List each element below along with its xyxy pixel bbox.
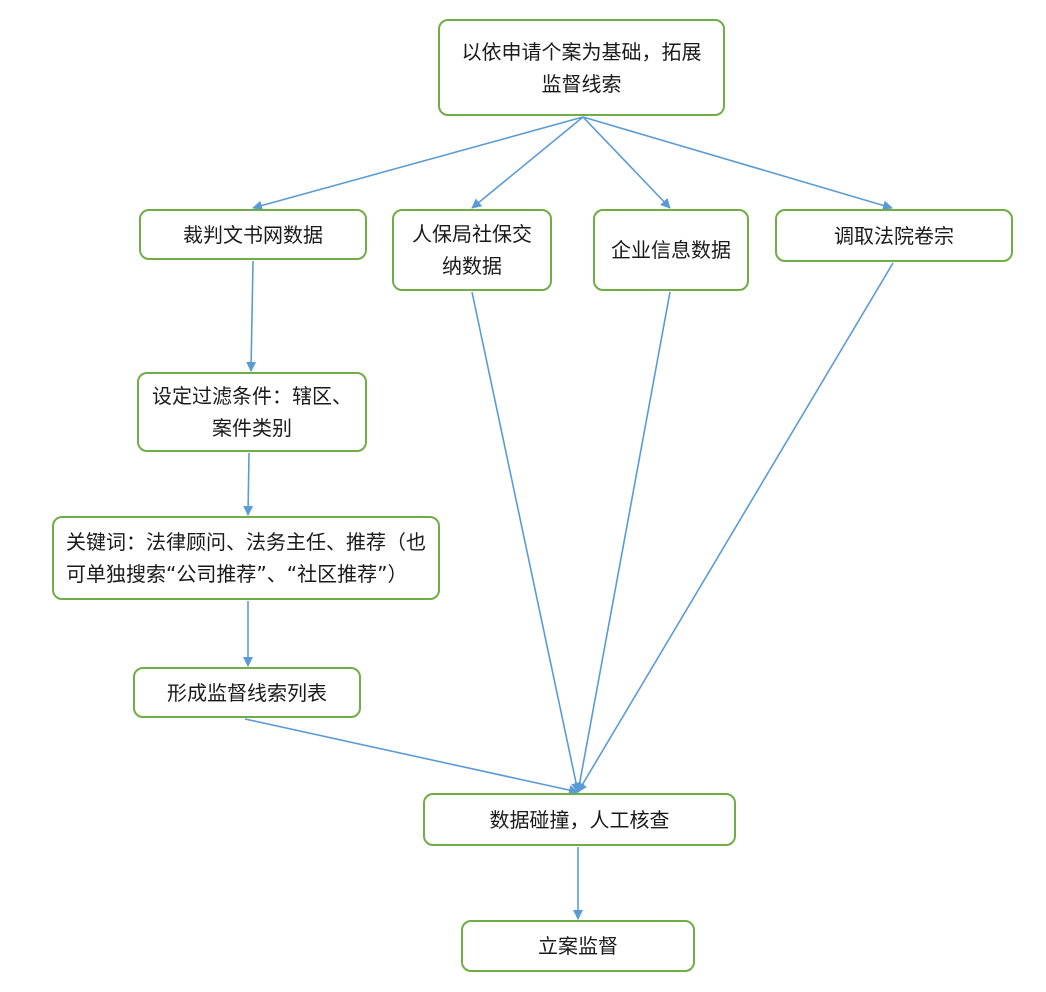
arrow-root-to-court-files	[582, 116, 893, 211]
node-social-security-label: 人保局社保交纳数据	[412, 222, 532, 278]
node-data-check: 数据碰撞，人工核查	[423, 793, 736, 846]
node-root-label: 以依申请个案为基础，拓展监督线索	[461, 39, 702, 96]
node-root: 以依申请个案为基础，拓展监督线索	[438, 19, 725, 116]
node-case-supervision-label: 立案监督	[538, 934, 618, 958]
arrow-root-to-enterprise-info	[582, 116, 671, 209]
node-case-supervision: 立案监督	[461, 920, 695, 972]
node-clue-list-label: 形成监督线索列表	[167, 680, 327, 705]
node-enterprise-info-label: 企业信息数据	[611, 238, 731, 262]
node-court-files: 调取法院卷宗	[775, 209, 1013, 262]
arrow-court-files-to-data-check	[577, 262, 894, 793]
arrow-root-to-court-docs	[252, 116, 584, 211]
node-court-docs: 裁判文书网数据	[139, 209, 367, 260]
node-court-files-label: 调取法院卷宗	[834, 223, 954, 248]
node-clue-list: 形成监督线索列表	[133, 667, 361, 718]
node-data-check-label: 数据碰撞，人工核查	[489, 807, 670, 832]
node-filter-label: 设定过滤条件：辖区、案件类别	[152, 384, 352, 440]
node-court-docs-label: 裁判文书网数据	[183, 222, 323, 247]
node-keywords: 关键词：法律顾问、法务主任、推荐（也可单独搜索“公司推荐”、“社区推荐”）	[52, 516, 440, 600]
node-social-security: 人保局社保交纳数据	[392, 209, 552, 291]
arrow-filter-to-keywords	[243, 452, 254, 516]
node-filter: 设定过滤条件：辖区、案件类别	[137, 372, 367, 452]
arrow-clue-list-to-data-check	[244, 718, 579, 795]
node-keywords-label: 关键词：法律顾问、法务主任、推荐（也可单独搜索“公司推荐”、“社区推荐”）	[66, 530, 426, 586]
arrow-root-to-social-security	[471, 116, 584, 209]
node-enterprise-info: 企业信息数据	[593, 209, 749, 291]
arrow-social-security-to-data-check	[471, 291, 582, 793]
arrow-enterprise-info-to-data-check	[574, 291, 671, 793]
arrow-court-docs-to-filter	[246, 260, 257, 372]
